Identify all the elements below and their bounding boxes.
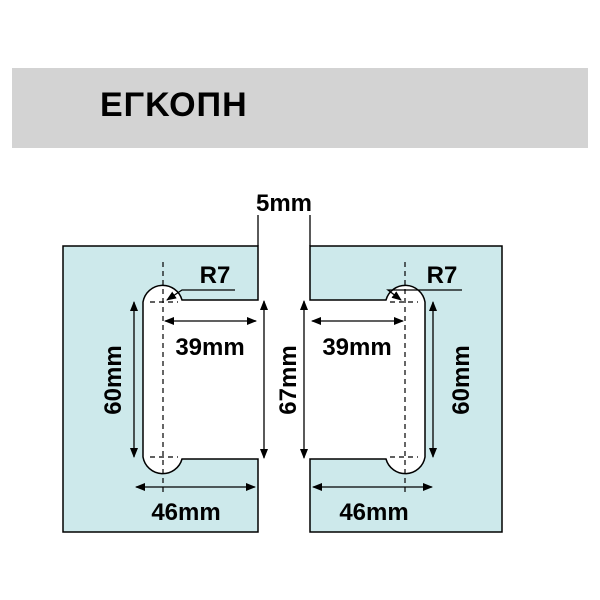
width-label-left: 46mm [151,499,220,526]
radius-label-left: R7 [200,262,231,289]
depth-label-left: 39mm [175,334,244,361]
left-glass-panel [62,245,259,533]
right-glass-panel [309,245,503,533]
page-title: ΕΓΚΟΠΗ [100,86,248,124]
width-label-right: 46mm [339,499,408,526]
slot-label-left: 60mm [100,345,127,414]
radius-label-right: R7 [427,262,458,289]
dimension-lines [130,215,462,491]
center-lines [150,262,418,495]
gap-label: 5mm [256,190,312,217]
slot-label-right: 60mm [448,345,475,414]
header-bar [12,68,588,148]
cutout-height-label: 67mm [275,345,302,414]
depth-label-right: 39mm [322,334,391,361]
